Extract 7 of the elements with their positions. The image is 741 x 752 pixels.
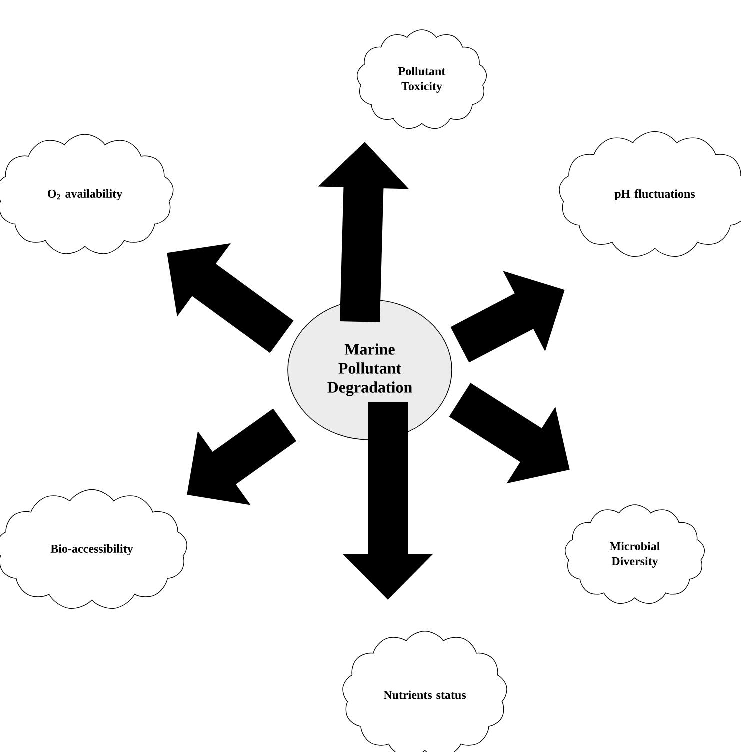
cloud-node: O$_{2}$ availability <box>0 134 174 254</box>
cloud-node: pH fluctuations <box>559 131 741 258</box>
cloud-node: Bio-accessibility <box>0 489 188 609</box>
cloud-node: Microbial Diversity <box>565 504 705 604</box>
cloud-node: Nutrients status <box>342 631 508 752</box>
ellipse-node: Marine Pollutant Degradation <box>288 300 452 440</box>
cloud-node: Pollutant Toxicity <box>357 30 487 130</box>
